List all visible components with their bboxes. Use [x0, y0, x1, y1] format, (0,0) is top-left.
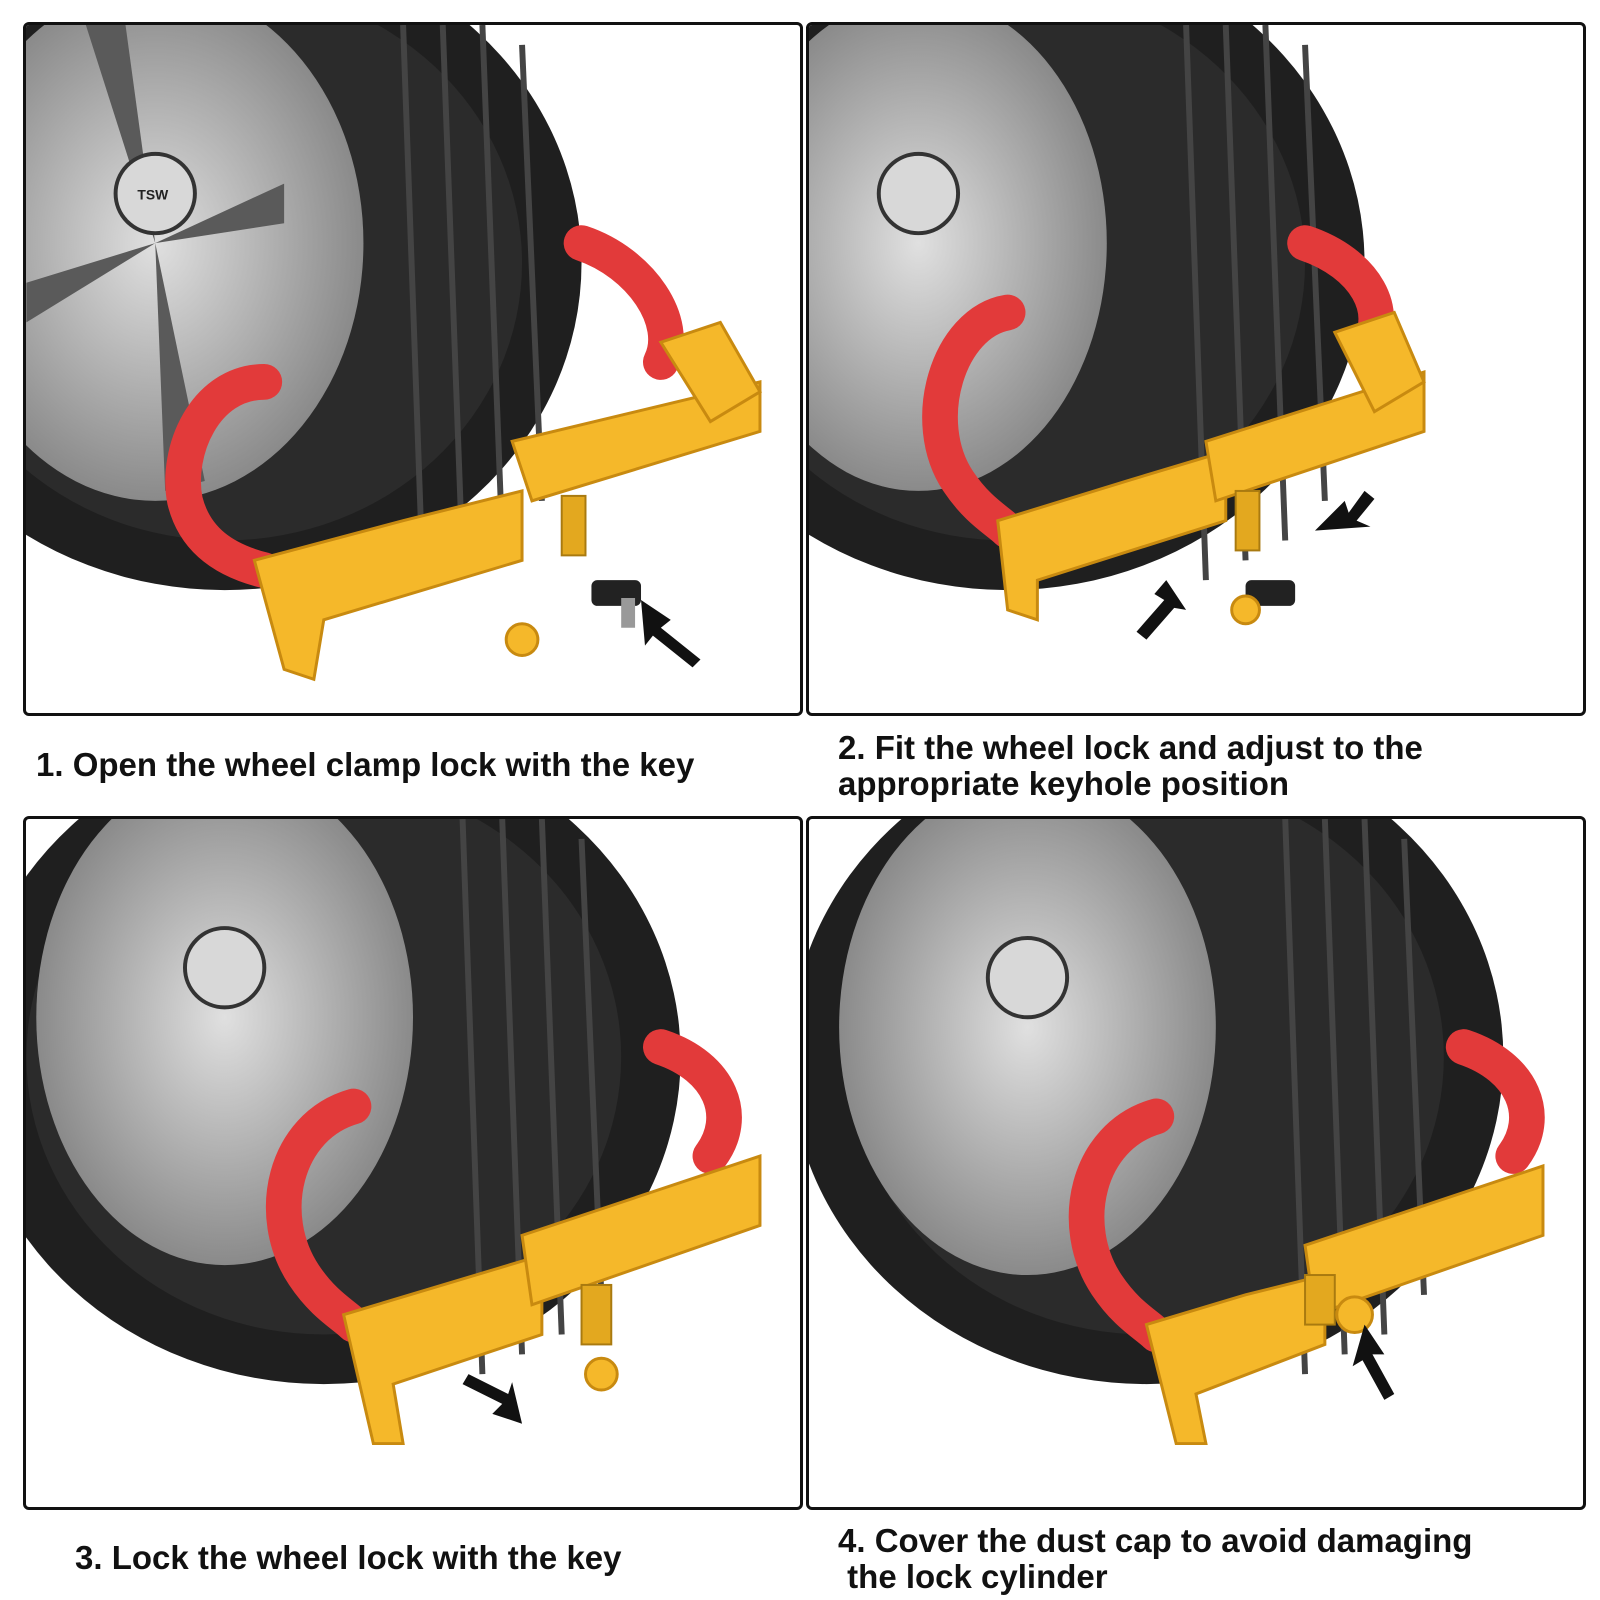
- rim: [809, 25, 1107, 491]
- key-icon: [591, 580, 642, 628]
- step-4-photo: [806, 816, 1586, 1510]
- pointer-arrow-icon: [641, 599, 701, 668]
- wheel-clamp-illustration: [26, 819, 762, 1446]
- step-3-caption: 3. Lock the wheel lock with the key: [75, 1539, 622, 1576]
- step-1-caption: 1. Open the wheel clamp lock with the ke…: [36, 746, 695, 783]
- wheel-clamp-illustration: [809, 819, 1545, 1446]
- wheel-clamp: [266, 1029, 762, 1446]
- wheel-clamp: [1068, 1029, 1545, 1446]
- wheel-clamp: [165, 225, 762, 682]
- step-2-caption: 2. Fit the wheel lock and adjust to the …: [838, 729, 1423, 802]
- hub-logo: TSW: [137, 186, 169, 202]
- wheel-clamp-illustration: [809, 25, 1426, 640]
- wheel-clamp: [922, 225, 1426, 622]
- step-2-photo: [806, 22, 1586, 716]
- step-1-photo: TSW: [23, 22, 803, 716]
- key-icon: [1245, 580, 1296, 606]
- step-3-photo: [23, 816, 803, 1510]
- dust-cap-icon: [1230, 594, 1261, 626]
- pointer-arrow-icon: [1314, 490, 1375, 531]
- rim: [36, 819, 413, 1266]
- pointer-arrow-icon: [462, 1374, 523, 1424]
- pointer-arrow-icon: [1352, 1324, 1395, 1400]
- dust-cap-icon: [584, 1356, 619, 1392]
- dust-cap-icon: [1335, 1295, 1374, 1335]
- pointer-arrow-icon: [1136, 580, 1187, 640]
- dust-cap-icon: [504, 622, 540, 657]
- wheel-clamp-illustration: TSW: [26, 25, 762, 682]
- step-4-caption: 4. Cover the dust cap to avoid damaging …: [838, 1522, 1473, 1595]
